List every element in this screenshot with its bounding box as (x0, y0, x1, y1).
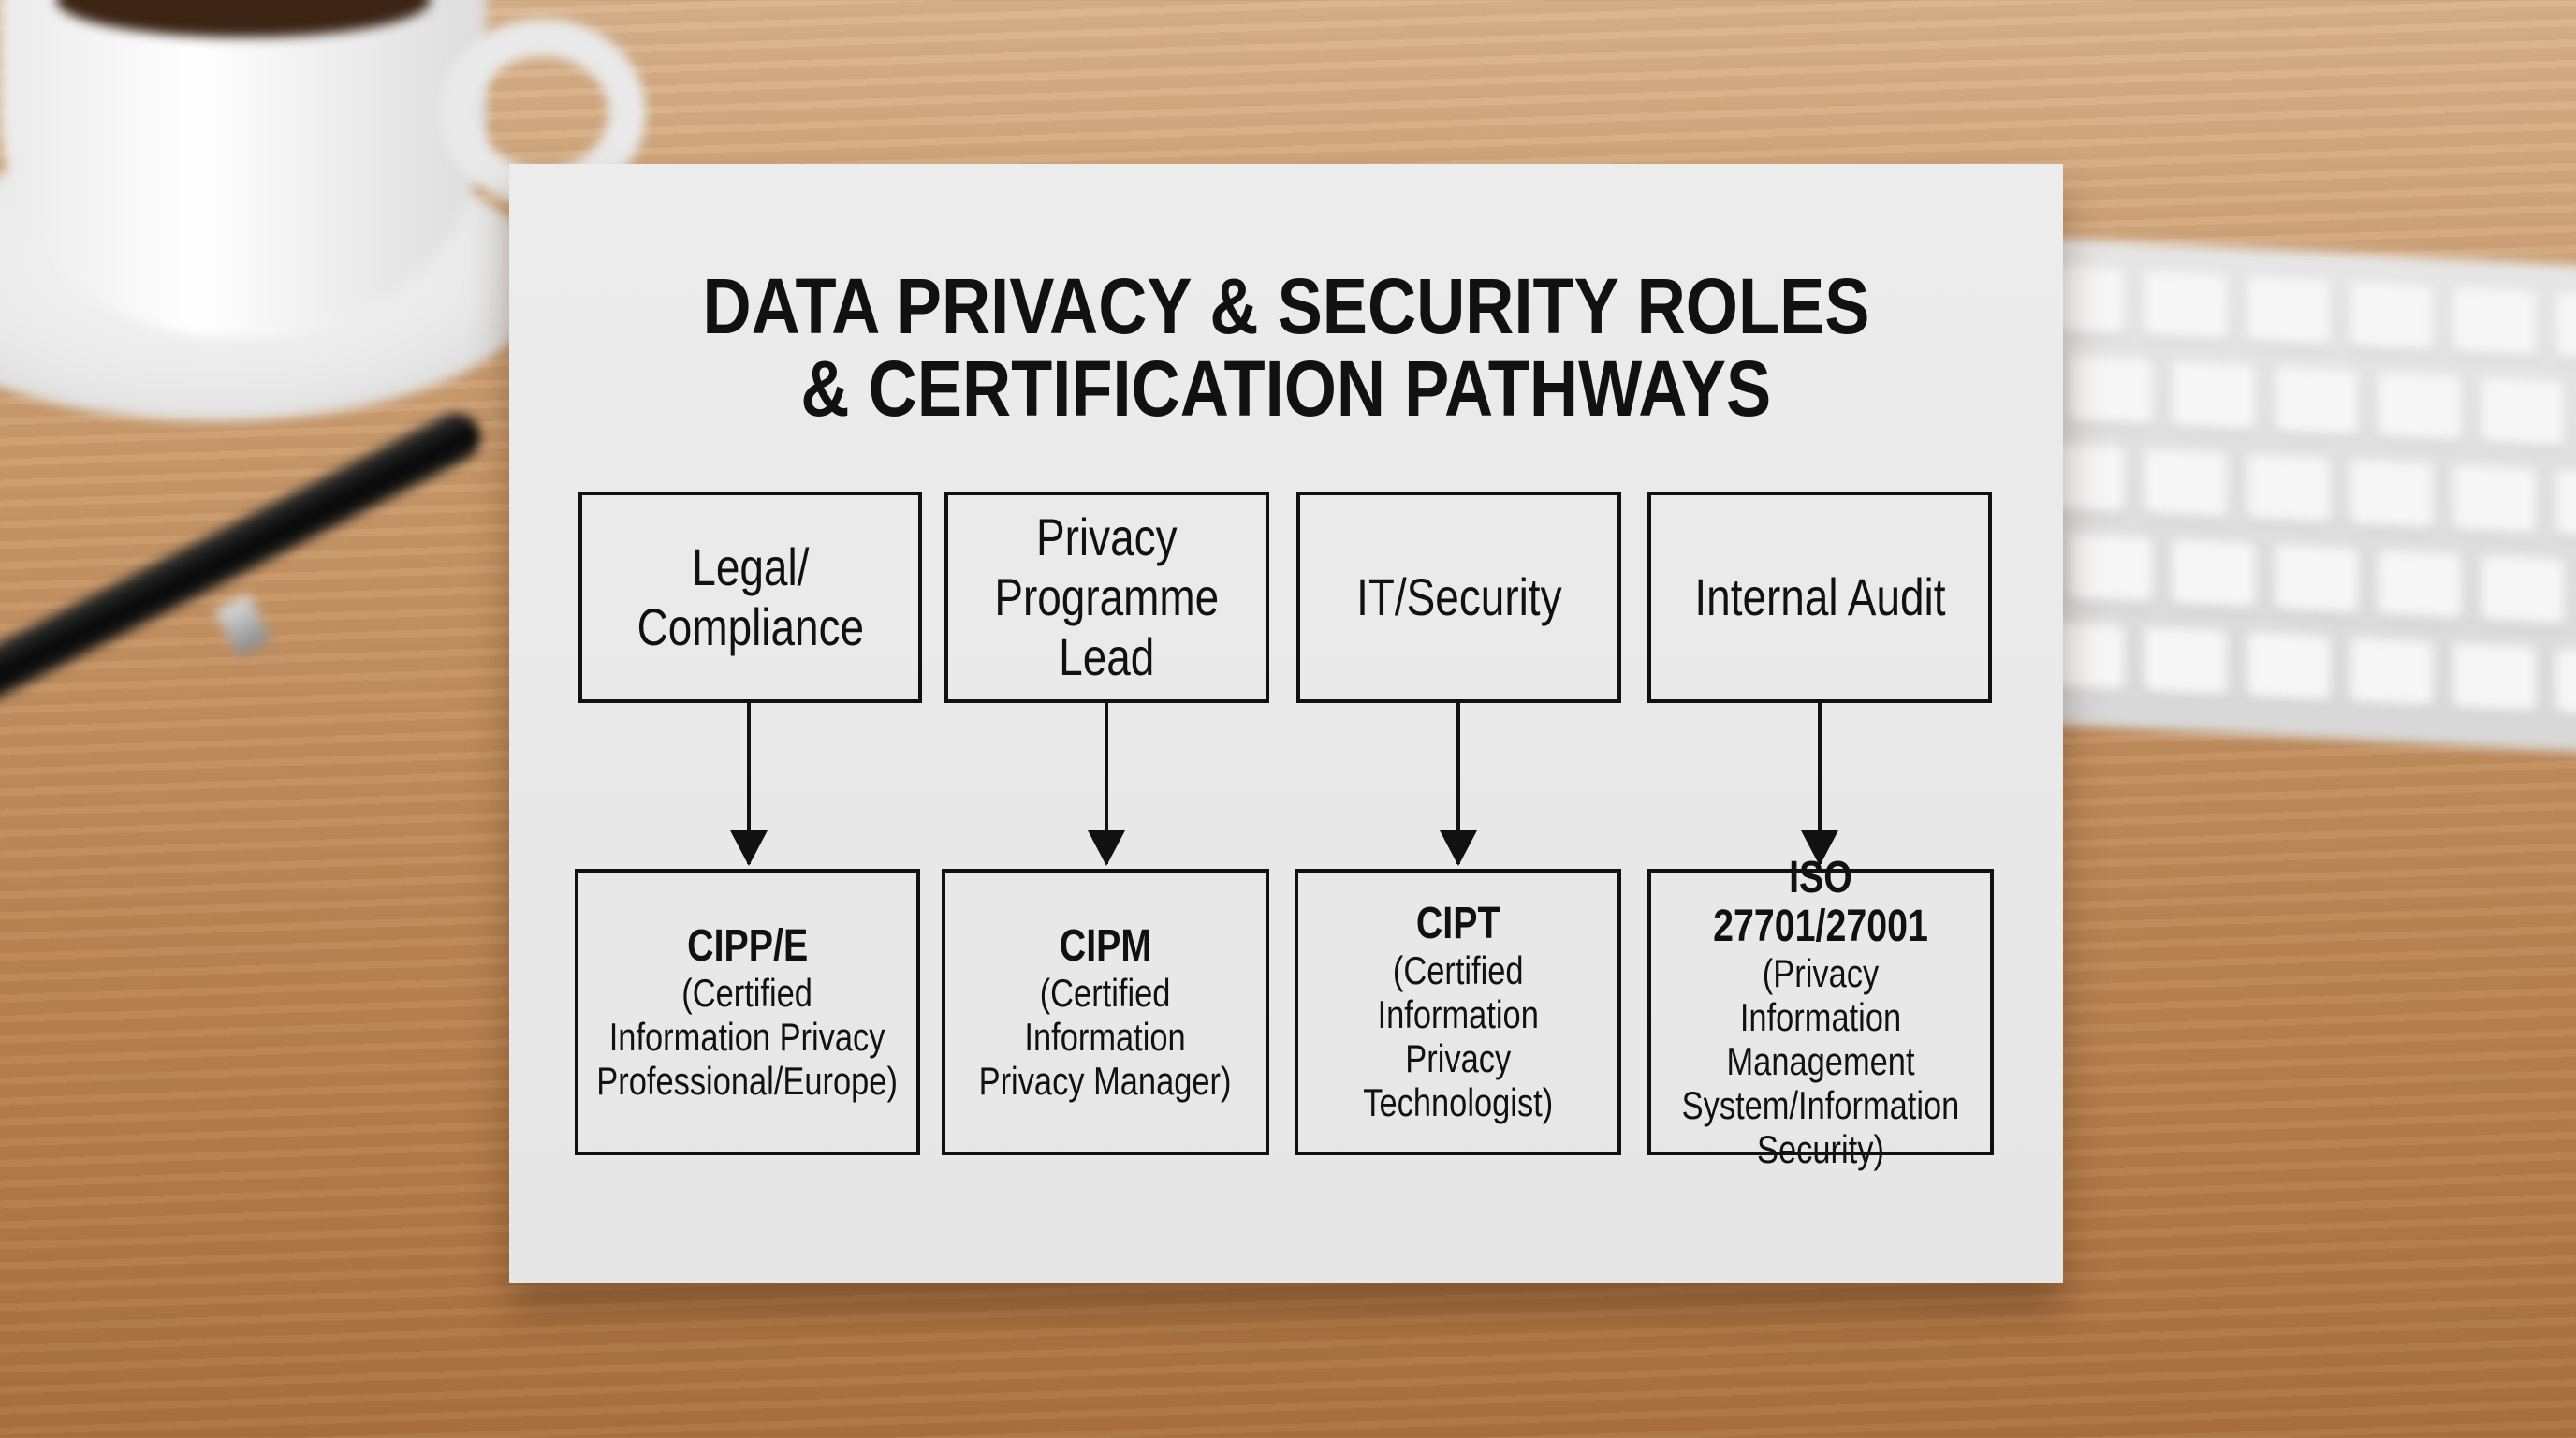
role-box-internal-audit: Internal Audit (1647, 492, 1992, 703)
keyboard-key (2452, 642, 2537, 713)
keyboard-key (2378, 372, 2462, 442)
diagram-card: DATA PRIVACY & SECURITY ROLES & CERTIFIC… (509, 164, 2063, 1283)
coffee-cup (0, 0, 487, 337)
keyboard-key (2555, 470, 2576, 540)
keyboard-key (2144, 625, 2228, 697)
role-box-privacy-lead: Privacy Programme Lead (944, 492, 1269, 703)
keyboard-key (2172, 360, 2256, 432)
title-line-1: DATA PRIVACY & SECURITY ROLES (702, 262, 1870, 350)
keyboard-key (2481, 554, 2565, 625)
arrow-down-icon (730, 703, 768, 866)
keyboard-key (2452, 464, 2537, 536)
keyboard-key (2247, 453, 2331, 524)
keyboard-key (2481, 376, 2565, 448)
keyboard-key (2378, 550, 2462, 620)
keyboard-key (2555, 648, 2576, 718)
role-box-legal: Legal/ Compliance (578, 492, 922, 703)
arrow-down-icon (1440, 703, 1477, 866)
cert-box-iso: ISO 27701/27001 (Privacy Information Man… (1647, 853, 1994, 1171)
keyboard-key (2069, 355, 2153, 426)
pen (0, 404, 490, 721)
cert-box-cippe: CIPP/E (Certified Information Privacy Pr… (575, 869, 920, 1155)
keyboard-key (2172, 538, 2256, 609)
keyboard-key (2349, 459, 2434, 530)
keyboard-key (2275, 544, 2359, 615)
keyboard-key (2247, 631, 2331, 702)
keyboard (2012, 235, 2576, 757)
arrow-down-icon (1088, 703, 1125, 866)
keyboard-key (2555, 292, 2576, 362)
keyboard-key (2069, 533, 2153, 604)
keyboard-key (2144, 448, 2228, 519)
keyboard-key (2275, 366, 2359, 437)
cert-box-cipt: CIPT (Certified Information Privacy Tech… (1295, 869, 1621, 1155)
pen-ring (214, 593, 272, 658)
keyboard-key (2452, 286, 2537, 358)
keyboard-key (2247, 275, 2331, 346)
role-box-it-security: IT/Security (1296, 492, 1621, 703)
keyboard-key (2349, 637, 2434, 708)
keyboard-key (2144, 270, 2228, 341)
arrow-down-icon (1801, 703, 1838, 866)
keyboard-key (2349, 281, 2434, 352)
title-line-2: & CERTIFICATION PATHWAYS (800, 345, 1772, 433)
cert-box-cipm: CIPM (Certified Information Privacy Mana… (942, 869, 1269, 1155)
